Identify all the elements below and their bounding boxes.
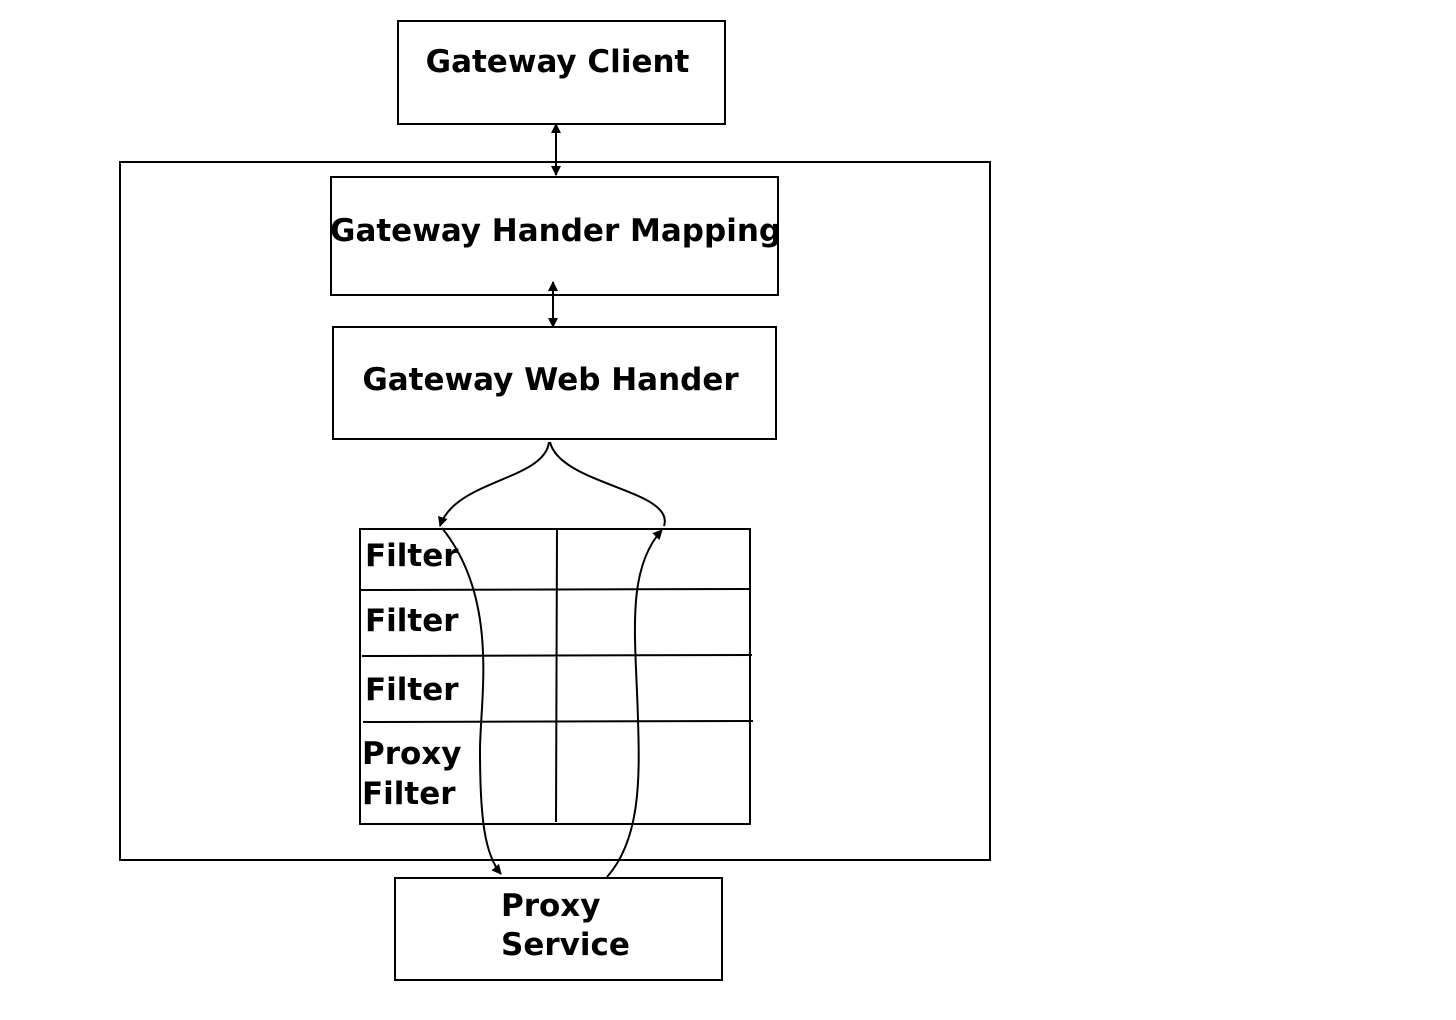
filters-to-proxy-service-arrow xyxy=(441,527,502,875)
table-column-divider xyxy=(555,529,558,823)
proxy-filter-label: Proxy Filter xyxy=(362,734,462,814)
filter-chain-table xyxy=(359,528,751,825)
table-row-divider xyxy=(362,720,754,723)
proxy-filter-line2: Filter xyxy=(362,776,456,812)
gateway-client-label: Gateway Client xyxy=(425,44,690,80)
handler-mapping-label: Gateway Hander Mapping xyxy=(330,213,782,249)
filter-label: Filter xyxy=(365,672,459,708)
filter-label: Filter xyxy=(365,538,459,574)
proxy-service-label: Proxy Service xyxy=(501,887,630,965)
table-row-divider xyxy=(361,654,753,657)
filters-to-handler-arrow xyxy=(549,441,666,527)
proxy-service-line2: Service xyxy=(501,927,630,963)
proxy-service-line1: Proxy xyxy=(501,888,601,924)
gateway-client-node xyxy=(397,20,726,125)
proxy-service-node xyxy=(394,877,723,981)
handler-to-filters-arrow xyxy=(438,441,550,527)
proxy-filter-line1: Proxy xyxy=(362,736,462,772)
filter-label: Filter xyxy=(365,603,459,639)
web-handler-label: Gateway Web Hander xyxy=(362,362,739,398)
proxy-service-to-filters-arrow xyxy=(606,529,663,878)
table-row-divider xyxy=(359,588,751,591)
